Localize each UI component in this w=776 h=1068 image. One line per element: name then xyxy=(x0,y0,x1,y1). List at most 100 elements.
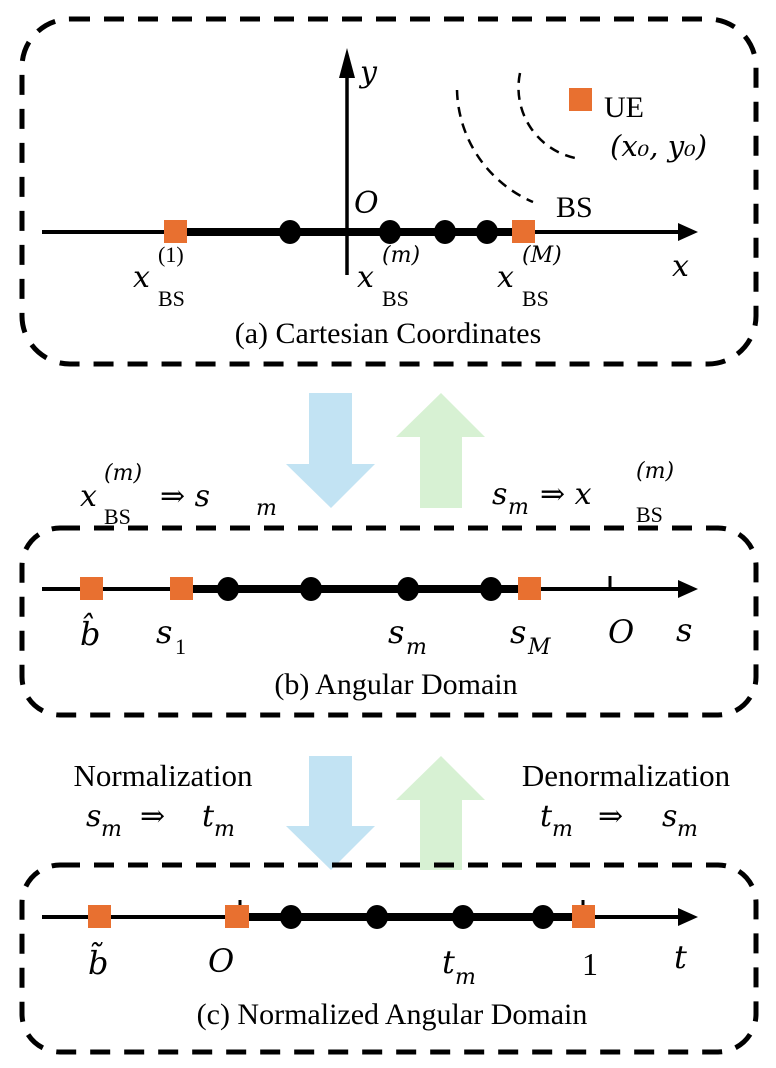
bs-dot xyxy=(279,220,301,244)
s-dot xyxy=(397,577,419,601)
label-base: x xyxy=(133,260,150,295)
bs-first-label: x (1) BS xyxy=(133,242,185,311)
formula-a: t xyxy=(540,799,553,834)
panel-cartesian: y x O UE (x₀, y₀) BS x (1) BS x (m) BS x… xyxy=(19,16,759,367)
label-sub: BS xyxy=(522,286,549,311)
panel-b-caption: (b) Angular Domain xyxy=(274,668,517,701)
formula-sub: BS xyxy=(104,504,131,529)
transform-bc: Normalization s m ⇒ t m Denormalization … xyxy=(73,756,731,870)
label-sup: (1) xyxy=(158,242,184,267)
bs-last-label: x (M) BS xyxy=(497,243,562,311)
label-base: x xyxy=(497,260,514,295)
formula-a-sub: m xyxy=(101,817,122,842)
formula-b-sub: m xyxy=(677,817,698,842)
s-axis-arrowhead xyxy=(678,580,698,598)
bs-last-marker xyxy=(512,220,535,243)
y-axis-label: y xyxy=(358,55,378,90)
left-formula: x (m) BS ⇒ s m xyxy=(80,461,277,529)
formula-b-sub: m xyxy=(214,817,235,842)
t-axis-arrowhead xyxy=(678,908,698,926)
formula-mid: ⇒ x xyxy=(540,477,592,512)
b-hat-marker xyxy=(80,577,103,600)
b-hat-label: b̂ xyxy=(80,612,100,653)
up-arrow-green xyxy=(396,393,485,508)
wave-arc-inner xyxy=(517,72,576,160)
label-sub: m xyxy=(406,635,427,660)
panel-a-caption: (a) Cartesian Coordinates xyxy=(235,317,542,350)
right-formula: s m ⇒ x (m) BS xyxy=(492,459,674,527)
bs-dot xyxy=(434,220,456,244)
formula-base: x xyxy=(80,479,97,514)
formula-sup: (m) xyxy=(636,459,674,484)
label-base: s xyxy=(388,613,404,651)
panel-a-border xyxy=(19,16,759,367)
formula-arrow: ⇒ xyxy=(140,799,165,834)
bs-dot xyxy=(476,220,498,244)
denormalization-title: Denormalization xyxy=(522,758,731,793)
label-base: s xyxy=(156,613,172,651)
sm-label: s m xyxy=(388,613,427,660)
x-axis-label: x xyxy=(672,249,689,284)
panel-c-caption: (c) Normalized Angular Domain xyxy=(197,998,588,1031)
s-origin-label: O xyxy=(608,613,634,651)
s-dot xyxy=(480,577,502,601)
bs-first-marker xyxy=(164,220,187,243)
label-base: s xyxy=(510,613,526,651)
t-axis-label: t xyxy=(674,938,687,976)
formula-pre: s xyxy=(492,477,507,512)
formula-rest-sub: m xyxy=(256,496,277,521)
panel-normalized: b̃ O t m 1 t (c) Normalized Angular Doma… xyxy=(19,862,759,1055)
s1-marker xyxy=(170,577,193,600)
label-base: t xyxy=(442,943,455,981)
bs-dot xyxy=(379,220,401,244)
formula-sub: BS xyxy=(636,502,663,527)
formula-b: s xyxy=(662,799,677,834)
label-base: x xyxy=(357,260,374,295)
formula-pre-sub: m xyxy=(508,495,529,520)
sM-label: s M xyxy=(510,613,551,660)
transform-ab: x (m) BS ⇒ s m s m ⇒ x (m) BS xyxy=(80,393,674,529)
up-arrow-green xyxy=(396,756,485,870)
label-sub: BS xyxy=(382,286,409,311)
label-sub: BS xyxy=(158,286,185,311)
denormalization-formula: t m ⇒ s m xyxy=(540,799,698,842)
bs-label: BS xyxy=(556,191,593,224)
t-origin-marker xyxy=(225,905,249,928)
down-arrow-blue xyxy=(286,393,375,508)
sM-marker xyxy=(518,577,541,600)
t-dot xyxy=(280,905,302,929)
wave-arc-outer xyxy=(455,89,534,204)
ue-marker xyxy=(569,88,592,111)
label-sub: m xyxy=(455,965,476,990)
s1-label: s 1 xyxy=(156,613,186,659)
y-axis-arrowhead xyxy=(339,48,355,78)
ue-label: UE xyxy=(604,91,644,124)
formula-a-sub: m xyxy=(552,817,573,842)
s-dot xyxy=(300,577,322,601)
label-sup: (M) xyxy=(522,243,562,268)
panel-angular: b̂ s 1 s m s M O s (b) Angular Domain xyxy=(19,525,759,718)
t-one-marker xyxy=(572,905,595,928)
formula-arrow: ⇒ xyxy=(598,799,623,834)
t-origin-label: O xyxy=(208,942,234,980)
bs-m-label: x (m) BS xyxy=(357,243,420,311)
formula-a: s xyxy=(86,799,101,834)
t-dot xyxy=(532,905,554,929)
b-tilde-marker xyxy=(88,905,111,928)
t-dot xyxy=(452,905,474,929)
formula-sup: (m) xyxy=(104,461,142,486)
label-sub: 1 xyxy=(175,634,186,659)
origin-label: O xyxy=(354,186,379,221)
s-axis-label: s xyxy=(676,611,692,649)
label-sup: (m) xyxy=(382,243,420,268)
formula-rest: ⇒ s xyxy=(160,479,210,514)
down-arrow-blue xyxy=(286,756,375,870)
label-sub: M xyxy=(527,635,551,660)
s-dot xyxy=(217,577,239,601)
t-one-label: 1 xyxy=(582,946,598,982)
b-tilde-label: b̃ xyxy=(88,943,108,982)
normalization-title: Normalization xyxy=(73,758,253,793)
x-axis-arrowhead xyxy=(678,223,698,241)
ue-coordinate: (x₀, y₀) xyxy=(610,129,707,163)
